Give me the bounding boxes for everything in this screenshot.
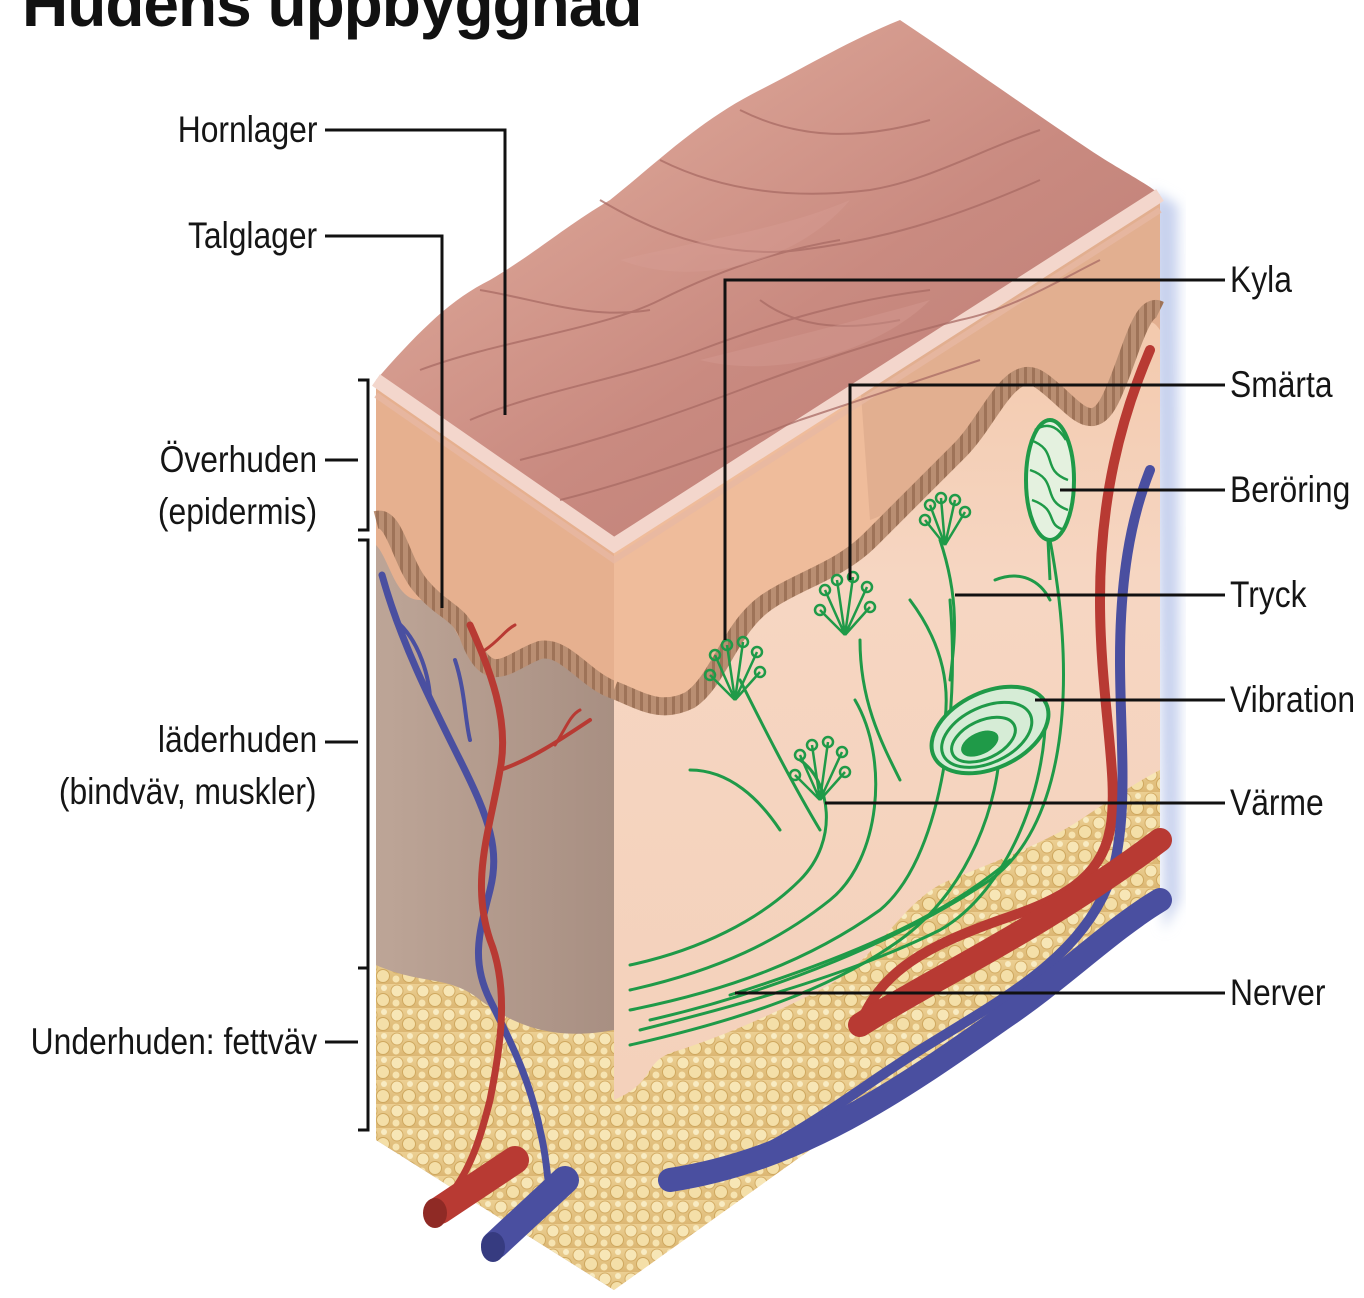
label-vibration: Vibration — [1230, 680, 1355, 720]
label-kyla: Kyla — [1230, 260, 1292, 300]
label-smarta: Smärta — [1230, 365, 1333, 405]
label-beroring: Beröring — [1230, 470, 1350, 510]
label-bindvav-muskler: (bindväv, muskler) — [59, 772, 317, 812]
label-hornlager: Hornlager — [177, 110, 317, 150]
label-varme: Värme — [1230, 783, 1324, 823]
label-laderhuden: läderhuden — [158, 720, 317, 760]
label-nerver: Nerver — [1230, 973, 1325, 1013]
label-tryck: Tryck — [1230, 575, 1307, 615]
diagram-title: Hudens uppbyggnad — [22, 0, 641, 36]
label-overhuden: Överhuden — [160, 440, 317, 480]
label-epidermis: (epidermis) — [158, 492, 317, 532]
label-underhuden: Underhuden: fettväv — [30, 1022, 317, 1062]
label-talglager: Talglager — [188, 216, 317, 256]
